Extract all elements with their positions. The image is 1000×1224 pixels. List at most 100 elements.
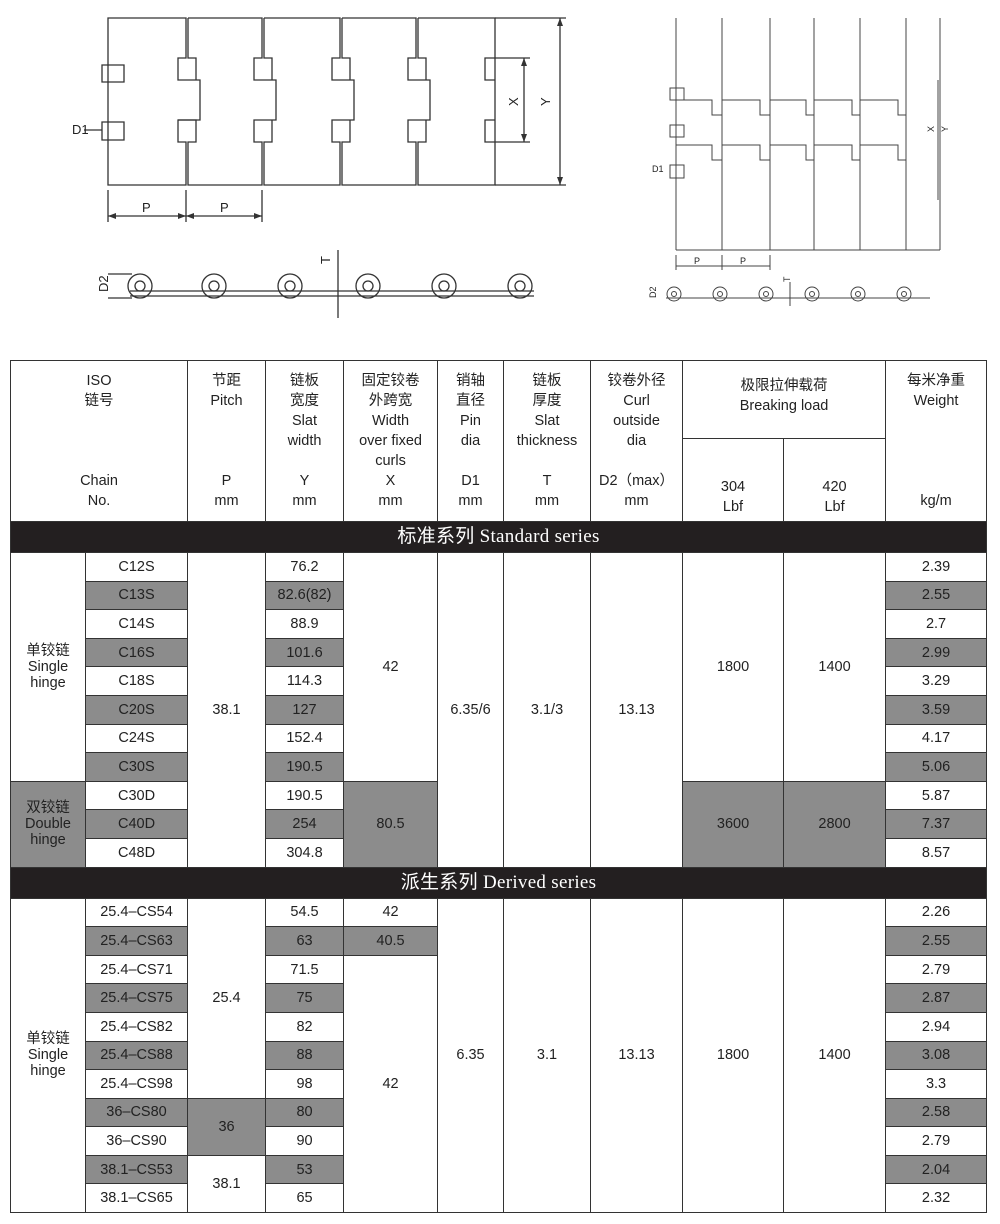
weight: 5.06 (885, 752, 988, 782)
chain-no: C18S (84, 666, 189, 696)
label-x: X (506, 97, 521, 106)
slat-width: 65 (265, 1183, 345, 1214)
chain-no: C30D (84, 780, 189, 811)
slat-width: 254 (265, 809, 345, 839)
weight: 2.99 (885, 637, 988, 668)
weight: 7.37 (885, 809, 988, 839)
table-row: C16S 101.6 2.99 (11, 637, 988, 668)
table-row: 25.4–CS88 88 3.08 (11, 1040, 988, 1071)
chain-no: 25.4–CS75 (84, 983, 189, 1013)
weight: 5.87 (885, 780, 988, 811)
label-t: T (318, 256, 333, 264)
slat-width: 54.5 (265, 897, 345, 928)
label-y: Y (538, 97, 553, 106)
load-420-double-cell: 2800 (783, 780, 887, 868)
label-p2: P (220, 200, 229, 215)
weight: 2.58 (885, 1097, 988, 1128)
slat-width: 190.5 (265, 780, 345, 811)
weight: 8.57 (885, 837, 988, 868)
slat-width: 152.4 (265, 723, 345, 754)
thickness-cell: 3.1/3 (503, 552, 592, 868)
label-p-right-2: P (740, 256, 746, 266)
technical-drawings: D1 P P X Y D2 T (0, 0, 1000, 330)
weight: 2.26 (885, 897, 988, 928)
slat-width: 114.3 (265, 666, 345, 696)
chain-no: C40D (84, 809, 189, 839)
weight: 2.55 (885, 580, 988, 611)
x-b-cell: 40.5 (343, 926, 439, 956)
slat-width: 98 (265, 1069, 345, 1099)
table-row: C40D 254 7.37 (11, 809, 988, 839)
table-row: 38.1–CS65 65 2.32 (11, 1183, 988, 1214)
weight: 3.29 (885, 666, 988, 696)
weight: 2.55 (885, 926, 988, 956)
weight: 2.79 (885, 954, 988, 985)
x-c-cell: 42 (343, 954, 439, 1214)
load-304-cell: 1800 (682, 552, 785, 782)
label-d2: D2 (96, 275, 111, 292)
slat-width: 190.5 (265, 752, 345, 782)
table-row: 36–CS80 36 80 2.58 (11, 1097, 988, 1156)
weight: 2.87 (885, 983, 988, 1013)
label-d1: D1 (72, 122, 89, 137)
chain-no: 25.4–CS63 (84, 926, 189, 956)
slat-width: 101.6 (265, 637, 345, 668)
thickness-derived-cell: 3.1 (503, 897, 592, 1214)
slat-width: 63 (265, 926, 345, 956)
slat-width: 76.2 (265, 552, 345, 582)
weight: 2.32 (885, 1183, 988, 1214)
chain-no: 25.4–CS54 (84, 897, 189, 928)
label-y-right: Y (940, 126, 950, 132)
table-row: 25.4–CS75 75 2.87 (11, 983, 988, 1013)
chain-no: C24S (84, 723, 189, 754)
pitch-c-cell: 38.1 (187, 1154, 267, 1214)
chain-no: 25.4–CS71 (84, 954, 189, 985)
slat-width: 82 (265, 1011, 345, 1042)
chain-no: 25.4–CS98 (84, 1069, 189, 1099)
table-row: 36–CS90 90 2.79 (11, 1126, 988, 1156)
single-hinge-drawing: D1 P P X Y D2 T (72, 17, 950, 318)
chain-no: C20S (84, 694, 189, 725)
slat-width: 80 (265, 1097, 345, 1128)
chain-no: 25.4–CS88 (84, 1040, 189, 1071)
slat-width: 88 (265, 1040, 345, 1071)
label-x-right: X (926, 126, 936, 132)
load-304-double-cell: 3600 (682, 780, 785, 868)
label-t-right: T (782, 276, 792, 282)
slat-width: 53 (265, 1154, 345, 1185)
weight: 3.3 (885, 1069, 988, 1099)
x-cell: 42 (343, 552, 439, 782)
chain-no: 25.4–CS82 (84, 1011, 189, 1042)
load-304-derived-cell: 1800 (682, 897, 785, 1214)
curl-cell: 13.13 (590, 552, 684, 868)
load-420-cell: 1400 (783, 552, 887, 782)
chain-no: C16S (84, 637, 189, 668)
slat-width: 88.9 (265, 609, 345, 639)
slat-width: 75 (265, 983, 345, 1013)
label-p1: P (142, 200, 151, 215)
chain-no: C12S (84, 552, 189, 582)
pitch-cell: 38.1 (187, 552, 267, 868)
chain-no: 38.1–CS65 (84, 1183, 189, 1214)
load-420-derived-cell: 1400 (783, 897, 887, 1214)
chain-no: C48D (84, 837, 189, 868)
weight: 2.39 (885, 552, 988, 582)
weight: 4.17 (885, 723, 988, 754)
weight: 3.08 (885, 1040, 988, 1071)
curl-derived-cell: 13.13 (590, 897, 684, 1214)
table-row: C48D 304.8 8.57 (11, 837, 988, 868)
pitch-a-cell: 25.4 (187, 897, 267, 1099)
